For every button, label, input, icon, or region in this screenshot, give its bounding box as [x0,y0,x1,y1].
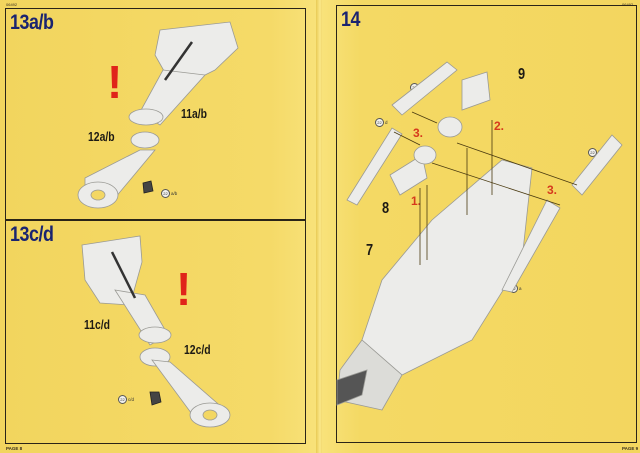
warning-icon: ! [176,263,192,315]
page-gutter [316,0,324,453]
part-callout: 22 c/d [118,395,134,404]
step-panel-13ab: 13a/b ! 11a/b 12a/b 22 a/b [5,8,306,221]
step-title: 13c/d [10,223,54,246]
header-code: 06492 [6,2,18,7]
assembly-drawing-left [77,21,239,428]
part-9-cylinder [461,71,491,111]
part-label-11cd: 11c/d [84,317,111,332]
part-suffix: a [519,286,522,291]
assembly-arrows [393,111,578,265]
part-callout: 22 a/b [161,189,177,198]
part-number-circle: 22 [375,118,384,127]
arm-assembly-13ab [77,21,239,209]
part-8-joint [413,145,437,165]
step-panel-13cd: 13c/d ! 11c/d 12c/d 22 c/d [5,219,306,444]
left-page: 06492 13a/b ! 11a/b 12a/b 22 a/b 13c/d !… [0,0,318,453]
assembly-drawing-right [336,61,623,411]
part-9-joint [437,116,463,138]
part-8-cylinder [389,154,428,196]
part-suffix: a/b [171,191,178,196]
sub-step-3-left: 3. [413,126,424,140]
part-label-9: 9 [518,66,526,83]
sub-step-3-right: 3. [547,183,558,197]
rod [110,251,137,299]
link-22a [501,199,561,293]
step-title: 13a/b [10,11,54,34]
pivot-disc [130,131,160,149]
hull-part-7 [361,159,533,376]
sub-step-1: 1. [411,194,422,208]
part-suffix: c/d [128,397,135,402]
page-number: PAGE 8 [6,446,23,451]
header-code: 06492 [622,2,634,7]
part-label-12ab: 12a/b [88,129,115,144]
link-22c [391,61,458,116]
cannon-assembly [336,369,368,406]
rod [163,41,194,81]
link-22b [571,134,623,196]
part-label-12cd: 12c/d [184,342,211,357]
part-label-7: 7 [366,242,374,259]
arm-assembly-13cd [81,235,231,428]
right-page: 06492 14 9 8 7 1. 2. 3. 3. 22 c 22 d 22 … [322,0,640,453]
link-22d [346,127,403,206]
part-number-circle: 22 [161,189,170,198]
part-label-8: 8 [382,200,390,217]
step-title: 14 [341,8,361,31]
part-callout-22d: 22 d [375,118,388,127]
pivot-disc [128,108,164,126]
pin-part [142,180,154,194]
part-number-circle: 22 [118,395,127,404]
part-label-11ab: 11a/b [181,106,208,121]
part-suffix: d [385,120,388,125]
part-number-circle: 22 [588,148,597,157]
sub-step-2: 2. [494,119,505,133]
page-number: PAGE 9 [622,446,639,451]
warning-icon: ! [107,56,123,108]
pivot-disc [138,326,172,344]
pin-part [149,391,162,406]
